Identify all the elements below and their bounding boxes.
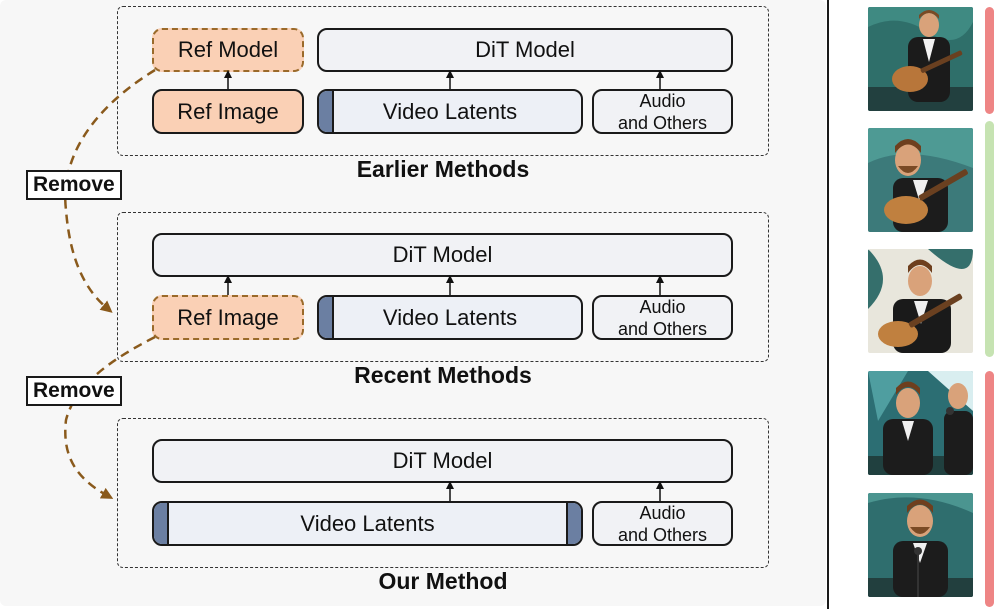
result-bar-bad: [985, 7, 994, 114]
singer-guitar-illustration: [868, 7, 973, 111]
video-latents-label: Video Latents: [300, 510, 435, 536]
audio-label-line2: and Others: [617, 112, 708, 133]
sample-frame-5: [868, 493, 973, 597]
singer-microphone-illustration: [868, 371, 973, 475]
audio-label-line2: and Others: [617, 318, 708, 339]
latent-start-frame: [319, 91, 334, 132]
dit-model-box: DiT Model: [317, 28, 733, 72]
audio-box: Audio and Others: [592, 295, 733, 340]
remove-arrow: [64, 68, 156, 313]
audio-label-line1: Audio: [639, 502, 686, 523]
our-method-panel: [117, 418, 769, 568]
remove-label: Remove: [26, 376, 122, 406]
sample-frame-1: [868, 7, 973, 111]
audio-box: Audio and Others: [592, 501, 733, 546]
result-bar-bad: [985, 371, 994, 607]
dit-model-box: DiT Model: [152, 439, 733, 483]
audio-box: Audio and Others: [592, 89, 733, 134]
dit-model-label: DiT Model: [475, 37, 575, 62]
video-latents-label: Video Latents: [382, 98, 518, 124]
ref-image-box: Ref Image: [152, 89, 304, 134]
recent-methods-panel: [117, 212, 769, 362]
sample-frame-3: [868, 249, 973, 353]
singer-guitar-illustration: [868, 249, 973, 353]
remove-arrow: [64, 335, 156, 499]
sample-frame-4: [868, 371, 973, 475]
latent-end-frame: [566, 503, 581, 544]
singer-guitar-illustration: [868, 128, 973, 232]
video-latents-box: Video Latents: [317, 89, 583, 134]
video-latents-label: Video Latents: [382, 304, 518, 330]
audio-label-line1: Audio: [639, 296, 686, 317]
ref-image-box: Ref Image: [152, 295, 304, 340]
ref-image-label: Ref Image: [177, 304, 279, 330]
earlier-methods-panel: [117, 6, 769, 156]
video-latents-box: Video Latents: [317, 295, 583, 340]
audio-label-line1: Audio: [639, 90, 686, 111]
remove-label: Remove: [26, 170, 122, 200]
singer-microphone-illustration: [868, 493, 973, 597]
latent-start-frame: [154, 503, 169, 544]
result-bar-good: [985, 121, 994, 357]
dit-model-box: DiT Model: [152, 233, 733, 277]
latent-start-frame: [319, 297, 334, 338]
video-latents-box: Video Latents: [152, 501, 583, 546]
sample-frame-2: [868, 128, 973, 232]
ref-image-label: Ref Image: [177, 98, 279, 124]
dit-model-label: DiT Model: [392, 242, 493, 267]
audio-label-line2: and Others: [617, 524, 708, 545]
dit-model-label: DiT Model: [392, 448, 493, 473]
our-method-caption: Our Method: [378, 568, 508, 594]
ref-model-label: Ref Model: [177, 37, 279, 62]
recent-methods-caption: Recent Methods: [354, 362, 532, 388]
vertical-divider: [827, 0, 829, 609]
earlier-methods-caption: Earlier Methods: [356, 156, 530, 182]
